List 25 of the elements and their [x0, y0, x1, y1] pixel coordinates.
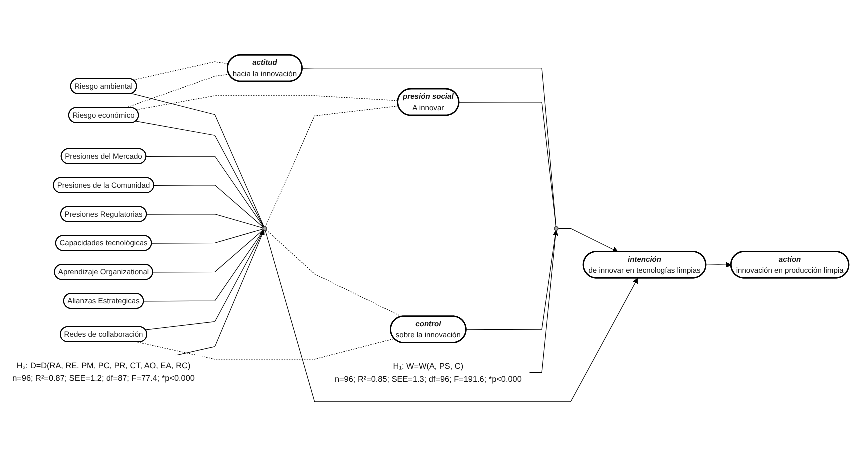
connector	[154, 185, 264, 228]
connector	[137, 338, 395, 360]
node-circle	[554, 226, 559, 232]
node-text: H₂: D=D(RA, RE, PM, PC, PR, CT, AO, EA, RC) n=96; R²=0.87; SEE=1.2; df=87; F=77.4; *p<0.000	[12, 360, 195, 383]
connector	[152, 228, 264, 244]
arrow	[174, 230, 265, 356]
connector	[133, 62, 230, 81]
arrow	[558, 228, 618, 252]
connector	[146, 214, 264, 229]
connector	[459, 102, 557, 228]
arrow	[706, 262, 732, 268]
connector	[152, 230, 264, 273]
node-circle	[262, 226, 268, 232]
node-text: H₁: W=W(A, PS, C) n=96; R²=0.85; SEE=1.3; df=96; F=191.6; *p<0.000	[334, 362, 522, 384]
connector	[125, 74, 230, 108]
connector	[136, 121, 264, 228]
connector	[266, 230, 402, 318]
connector	[146, 156, 264, 228]
arrow	[265, 230, 638, 402]
connector	[302, 68, 557, 228]
connector	[132, 94, 265, 228]
connector	[265, 106, 399, 228]
connector	[145, 230, 264, 330]
arrow	[529, 230, 559, 373]
connector	[144, 230, 264, 302]
